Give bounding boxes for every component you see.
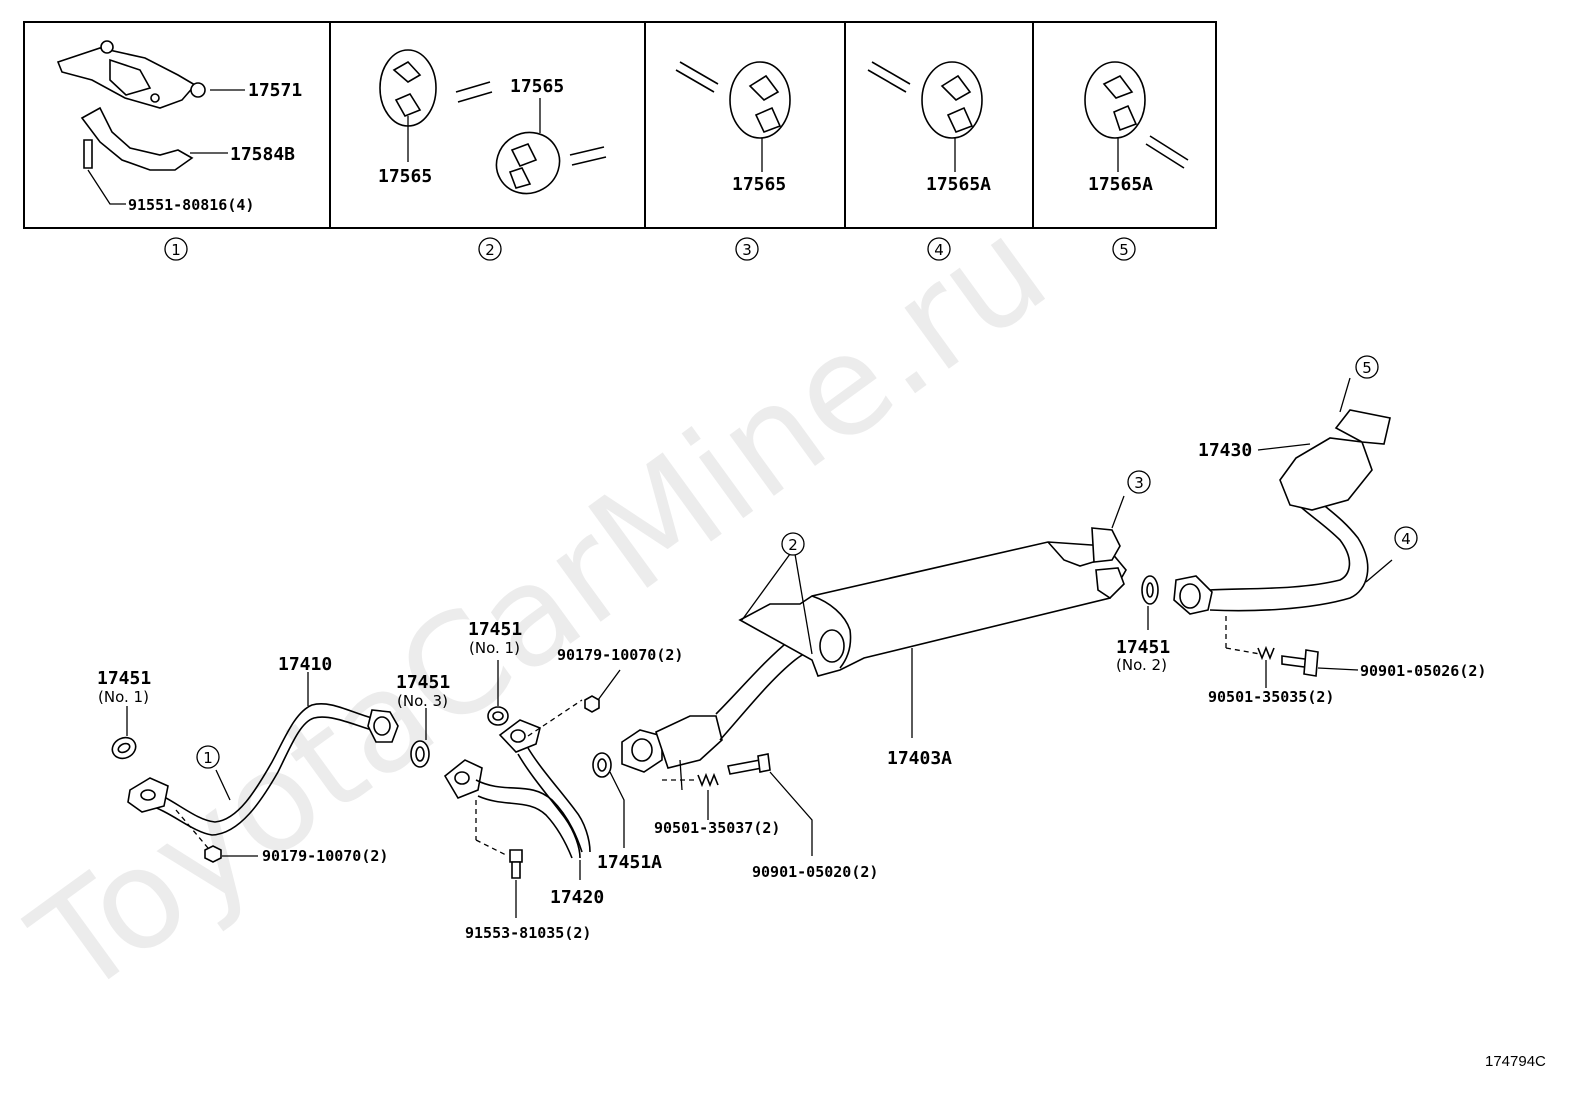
label-17451A: 17451A	[597, 852, 662, 873]
panel-number-1: 1	[164, 237, 188, 261]
part-17565-right: 17565	[510, 76, 564, 97]
label-17430: 17430	[1198, 440, 1252, 461]
main-muffler-17403A	[738, 527, 1127, 738]
gasket-17451-right	[1141, 575, 1159, 630]
label-90179-center: 90179-10070(2)	[557, 646, 683, 664]
hanger-17565A-p5-drawing	[1084, 61, 1146, 139]
part-91551-80816: 91551-80816(4)	[128, 196, 254, 214]
panel-number-4: 4	[927, 237, 951, 261]
tail-pipe-17430	[1111, 377, 1393, 615]
part-17565A-p5: 17565A	[1088, 174, 1153, 195]
svg-text:2: 2	[788, 536, 798, 554]
nut-90179-center	[527, 669, 621, 737]
svg-text:3: 3	[1134, 474, 1144, 492]
label-90501-front: 90501-35037(2)	[654, 819, 780, 837]
label-17451-left-sub: (No. 1)	[98, 688, 149, 706]
svg-text:1: 1	[171, 241, 181, 259]
gasket-17451-center	[487, 660, 509, 726]
bolt-drawing	[83, 139, 93, 169]
svg-text:2: 2	[485, 241, 495, 259]
label-90179-left: 90179-10070(2)	[262, 847, 388, 865]
svg-text:5: 5	[1362, 359, 1372, 377]
part-17584B: 17584B	[230, 144, 295, 165]
svg-text:3: 3	[742, 241, 752, 259]
pipe-17420	[443, 719, 591, 880]
spring-bolt-front	[662, 753, 813, 856]
panel-5: 17565A	[1084, 61, 1189, 195]
svg-text:1: 1	[203, 749, 213, 767]
label-90901-rear: 90901-05026(2)	[1360, 662, 1486, 680]
part-17565-p3: 17565	[732, 174, 786, 195]
label-17451-right-sub: (No. 2)	[1116, 656, 1167, 674]
label-90901-front: 90901-05020(2)	[752, 863, 878, 881]
panel-number-3: 3	[735, 237, 759, 261]
diagram-code: 174794C	[1485, 1053, 1546, 1070]
label-17451-center-sub: (No. 1)	[469, 639, 520, 657]
panel-1: 17571 17584B 91551-80816(4)	[56, 40, 302, 214]
callout-5: 5	[1355, 355, 1379, 379]
part-17565-left: 17565	[378, 166, 432, 187]
label-17451-left: 17451	[97, 668, 151, 689]
callout-1: 1	[196, 745, 220, 769]
svg-text:5: 5	[1119, 241, 1129, 259]
label-17410: 17410	[278, 654, 332, 675]
label-17403A: 17403A	[887, 748, 952, 769]
label-91553: 91553-81035(2)	[465, 924, 591, 942]
panel-4: 17565A	[867, 61, 991, 195]
part-17565A-p4: 17565A	[926, 174, 991, 195]
svg-text:4: 4	[1401, 530, 1411, 548]
gasket-17451A	[592, 752, 625, 848]
gasket-17451-left	[111, 706, 137, 760]
label-17451-center: 17451	[468, 619, 522, 640]
callout-2: 2	[781, 532, 805, 556]
panel-2: 17565 17565	[378, 49, 607, 195]
label-90501-rear: 90501-35035(2)	[1208, 688, 1334, 706]
callout-3: 3	[1127, 470, 1151, 494]
front-pipe-17410	[127, 672, 399, 836]
gasket-17451-no3	[410, 708, 430, 768]
callout-4: 4	[1394, 526, 1418, 550]
hanger-17565-p3-drawing	[729, 61, 791, 139]
bolt-91553	[475, 800, 523, 918]
label-17451-no3: 17451	[396, 672, 450, 693]
svg-text:4: 4	[934, 241, 944, 259]
label-17451-right: 17451	[1116, 637, 1170, 658]
clamp-17584B-drawing	[80, 106, 194, 171]
nut-90179-left	[175, 809, 258, 863]
label-17451-no3-sub: (No. 3)	[397, 692, 448, 710]
label-17420: 17420	[550, 887, 604, 908]
panel-number-5: 5	[1112, 237, 1136, 261]
panel-3: 17565	[675, 61, 791, 195]
spring-bolt-rear	[1225, 616, 1359, 688]
detail-panels	[23, 21, 1217, 229]
part-17571: 17571	[248, 80, 302, 101]
panel-number-2: 2	[478, 237, 502, 261]
hanger-17565A-p4-drawing	[921, 61, 983, 139]
